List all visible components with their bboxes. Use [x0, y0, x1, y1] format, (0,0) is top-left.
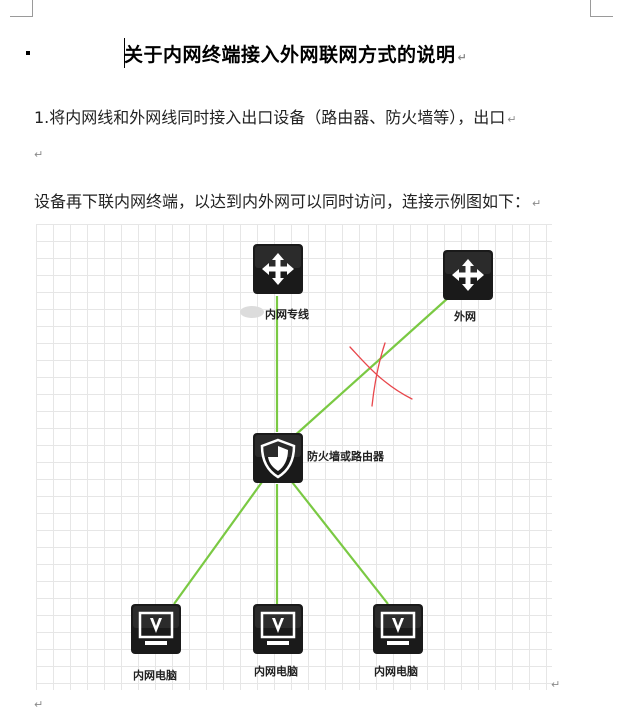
- paragraph-mark: ↵: [507, 113, 517, 126]
- shield-icon[interactable]: [253, 433, 303, 483]
- document-title[interactable]: 关于内网终端接入外网联网方式的说明↵: [124, 40, 467, 67]
- page-corner-top-right: [590, 0, 613, 17]
- paragraph-1-text: 1.将内网线和外网线同时接入出口设备（路由器、防火墙等），出口: [34, 108, 506, 127]
- monitor-icon[interactable]: [253, 604, 303, 654]
- paragraph-mark: ↵: [457, 51, 468, 64]
- paragraph-mark: ↵: [532, 197, 542, 210]
- router-icon[interactable]: [443, 250, 493, 300]
- node-label-internet: 外网: [453, 309, 476, 323]
- node-label-firewall: 防火墙或路由器: [307, 449, 385, 463]
- monitor-icon[interactable]: [131, 604, 181, 654]
- cross-mark: [349, 342, 413, 407]
- link-firewall-to-pc-right: [291, 481, 389, 605]
- node-label-pc-center: 内网电脑: [254, 664, 298, 678]
- paragraph-2[interactable]: 设备再下联内网终端，以达到内外网可以同时访问，连接示例图如下：↵: [34, 188, 541, 212]
- text-cursor: [124, 38, 125, 68]
- bullet-marker: [26, 51, 30, 55]
- document-title-text: 关于内网终端接入外网联网方式的说明: [124, 44, 456, 66]
- node-label-intranet-line: 内网专线: [265, 307, 309, 321]
- paragraph-mark: ↵: [34, 148, 44, 161]
- node-label-pc-right: 内网电脑: [374, 664, 418, 678]
- paragraph-mark: ↵: [34, 698, 44, 711]
- paragraph-mark: ↵: [551, 678, 561, 691]
- page-corner-top-left: [10, 0, 33, 17]
- blurred-smudge: [240, 306, 264, 318]
- router-icon[interactable]: [253, 244, 303, 294]
- paragraph-2-text: 设备再下联内网终端，以达到内外网可以同时访问，连接示例图如下：: [34, 192, 531, 211]
- paragraph-1[interactable]: 1.将内网线和外网线同时接入出口设备（路由器、防火墙等），出口↵: [34, 104, 517, 128]
- node-label-pc-left: 内网电脑: [133, 668, 177, 682]
- link-firewall-to-pc-left: [173, 481, 263, 605]
- monitor-icon[interactable]: [373, 604, 423, 654]
